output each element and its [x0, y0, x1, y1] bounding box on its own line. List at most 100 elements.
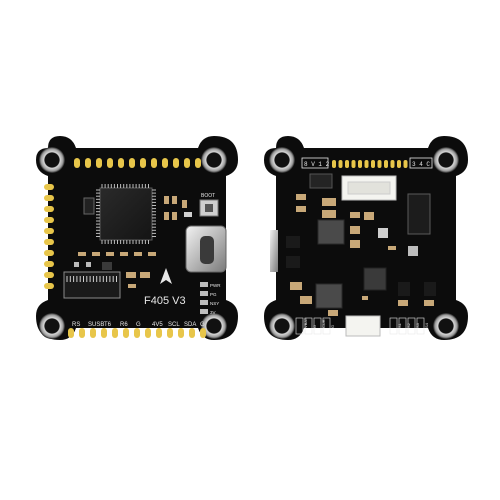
gold-pad: [44, 184, 54, 190]
gold-pad: [156, 328, 162, 338]
gold-pad: [351, 160, 356, 168]
ribbon-connector: [63, 271, 121, 299]
gold-pad: [184, 158, 190, 168]
passive-component: [350, 226, 360, 234]
gold-pad: [44, 272, 54, 278]
passive-component: [362, 296, 368, 300]
passive-component: [120, 252, 128, 256]
ribbon-pins: [66, 276, 117, 282]
gold-pad: [338, 160, 343, 168]
small-chip: [83, 197, 95, 215]
mount-hole-bl: [39, 313, 65, 339]
direction-arrow: [160, 268, 172, 284]
passive-component: [424, 300, 434, 306]
passive-component: [164, 196, 169, 204]
passive-component: [328, 310, 338, 316]
passive-component: [86, 262, 91, 267]
usb-shield-edge: [270, 230, 278, 272]
passive-component: [296, 194, 306, 200]
gold-pad: [123, 328, 129, 338]
mount-hole-r-br: [433, 313, 459, 339]
gold-pad: [145, 328, 151, 338]
gold-pad: [118, 158, 124, 168]
passive-component: [322, 210, 336, 218]
passive-component: [398, 282, 410, 296]
mount-hole-tl: [39, 147, 65, 173]
pad-label: G: [330, 325, 335, 328]
gold-pad: [90, 328, 96, 338]
pad-box: [416, 317, 425, 335]
gold-pad: [377, 160, 382, 168]
gold-pad: [44, 239, 54, 245]
passive-component: [286, 256, 300, 268]
passive-component: [172, 212, 177, 220]
passive-component: [296, 206, 306, 212]
passive-component: [184, 212, 192, 217]
jst-connector-bottom: [345, 315, 381, 337]
gold-pad: [162, 158, 168, 168]
passive-component: [350, 212, 360, 218]
osd-chip: [407, 193, 431, 235]
passive-component: [128, 284, 136, 288]
gold-pad: [364, 160, 369, 168]
gold-pad: [44, 228, 54, 234]
bottom-pad-label: SDA: [184, 322, 196, 328]
gold-pad: [44, 217, 54, 223]
passive-component: [424, 282, 436, 296]
gold-pad: [129, 158, 135, 168]
gold-pad: [384, 160, 388, 168]
bottom-pad-label: G: [200, 322, 205, 328]
gold-pad: [397, 160, 401, 168]
gold-pad: [96, 158, 102, 168]
gold-pad: [44, 250, 54, 256]
top-pad-row: [74, 158, 201, 168]
small-pad: [200, 291, 208, 296]
side-pad-label: 3V: [210, 310, 216, 315]
gold-pad: [371, 160, 375, 168]
pad-label: VBAT: [303, 317, 308, 328]
passive-component: [290, 282, 302, 290]
pad-box: [407, 317, 416, 335]
right-top-pad-row: [332, 160, 408, 168]
bottom-pad-row: [68, 328, 206, 338]
bottom-pad-label: R6: [120, 322, 128, 328]
passive-component: [164, 212, 169, 220]
gold-pad: [79, 328, 85, 338]
small-pad: [200, 282, 208, 287]
mount-hole-br: [201, 313, 227, 339]
pad-label: S1: [397, 322, 402, 328]
regulator-chip: [363, 267, 387, 291]
side-pad-label: PWR: [210, 283, 221, 288]
jst-connector-top-inner: [347, 181, 391, 195]
gold-pad: [200, 328, 206, 338]
mcu-chip: [99, 187, 153, 241]
gold-pad: [151, 158, 157, 168]
passive-component: [364, 212, 374, 220]
passive-component: [300, 296, 312, 304]
passive-component: [172, 196, 177, 204]
passive-component: [78, 252, 86, 256]
top-marking-left: 8 V 1 2: [304, 161, 330, 168]
bottom-pad-label: SUSB: [88, 322, 104, 328]
passive-component: [134, 252, 142, 256]
model-label: F405 V3: [144, 295, 186, 307]
bottom-pad-label: SCL: [168, 322, 180, 328]
mcu-pins: [96, 184, 156, 244]
inductor-1: [317, 219, 345, 245]
pad-label: G: [312, 325, 317, 328]
passive-component: [126, 272, 136, 278]
pad-box: [389, 317, 398, 335]
gold-pad: [345, 160, 349, 168]
top-marking-box-left: [301, 157, 329, 169]
gold-pad: [74, 158, 80, 168]
passive-component: [102, 262, 112, 270]
gold-pad: [85, 158, 91, 168]
side-pad-label: PG: [210, 292, 217, 297]
passive-component: [148, 252, 156, 256]
bottom-pad-label: 4V5: [152, 322, 163, 328]
gold-pad: [112, 328, 118, 338]
gold-pad: [390, 160, 395, 168]
mount-hole-r-tl: [269, 147, 295, 173]
